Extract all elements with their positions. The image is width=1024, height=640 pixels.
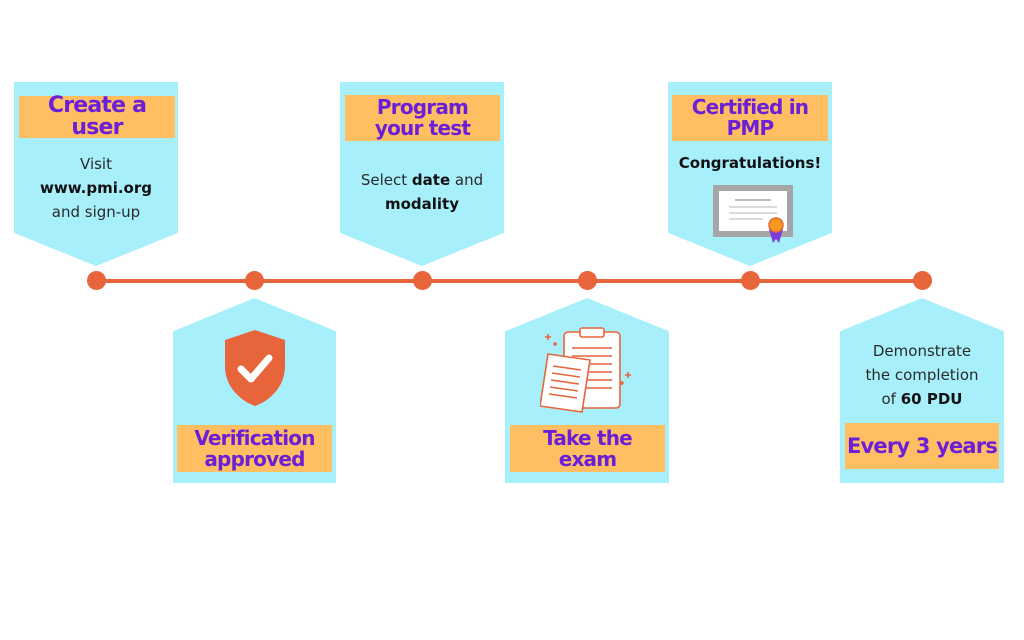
shield-check-icon bbox=[223, 328, 287, 408]
exam-papers-icon bbox=[540, 326, 640, 416]
step-title-program-test: Program your test bbox=[345, 95, 500, 141]
timeline-dot-4 bbox=[578, 271, 597, 290]
timeline-dot-1 bbox=[87, 271, 106, 290]
certificate-icon bbox=[713, 185, 793, 243]
step-desc-create-user: Visit www.pmi.org and sign-up bbox=[14, 152, 178, 224]
step-title-take-exam: Take the exam bbox=[510, 425, 665, 472]
timeline-dot-5 bbox=[741, 271, 760, 290]
timeline-dot-6 bbox=[913, 271, 932, 290]
pmi-url-text: www.pmi.org bbox=[40, 179, 152, 197]
step-desc-program-test: Select date and modality bbox=[360, 171, 484, 213]
step-title-certified: Certified in PMP bbox=[672, 95, 828, 141]
visit-text: Visit bbox=[80, 155, 112, 173]
step-desc-renewal: Demonstrate the completion of 60 PDU bbox=[865, 342, 979, 408]
timeline-line bbox=[96, 279, 924, 283]
timeline-dot-3 bbox=[413, 271, 432, 290]
step-title-verification: Verification approved bbox=[177, 425, 332, 472]
step-title-renewal: Every 3 years bbox=[845, 423, 999, 469]
congratulations-text: Congratulations! bbox=[678, 154, 822, 172]
timeline-dot-2 bbox=[245, 271, 264, 290]
signup-text: and sign-up bbox=[51, 203, 141, 221]
step-title-create-user: Create a user bbox=[19, 95, 175, 139]
